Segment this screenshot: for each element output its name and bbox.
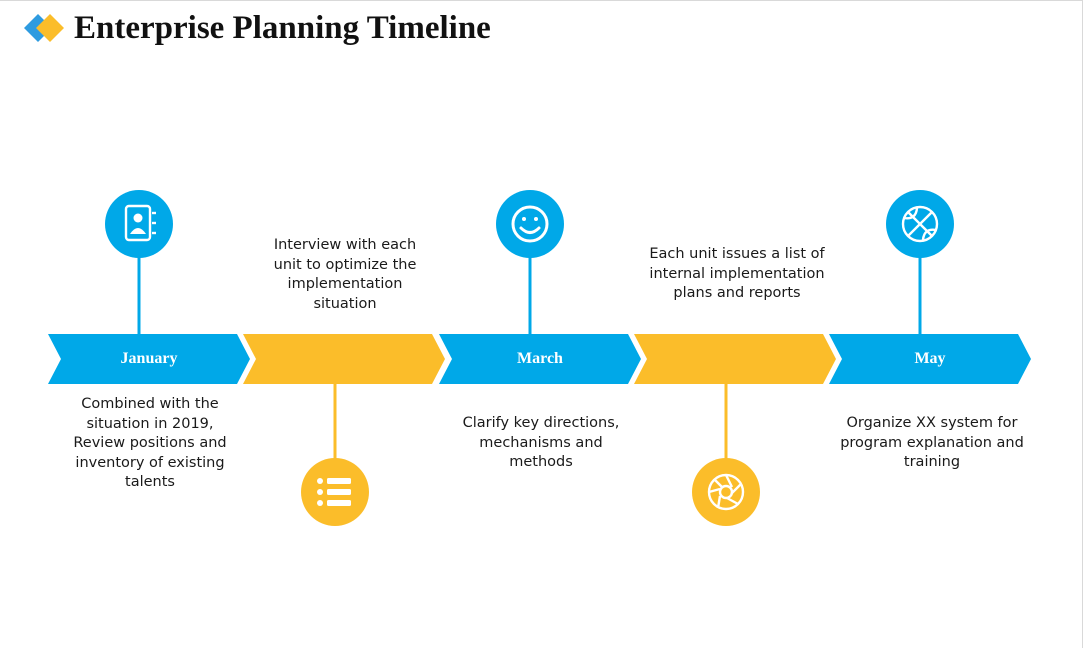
stage-2-description: Interview with each unit to optimize the… xyxy=(273,237,417,312)
stage-5-icon-button[interactable] xyxy=(886,190,954,258)
stage-label-january: January xyxy=(120,350,178,367)
page-title: Enterprise Planning Timeline xyxy=(74,9,491,46)
stage-label-march: March xyxy=(517,350,563,367)
chevron-stage-4 xyxy=(634,334,836,384)
stage-4-description: Each unit issues a list of internal impl… xyxy=(649,246,825,301)
chevron-may xyxy=(829,334,1031,384)
list-icon xyxy=(317,478,351,506)
title-bar: Enterprise Planning Timeline xyxy=(22,6,491,50)
chevron-march xyxy=(439,334,641,384)
stage-3-icon-button[interactable] xyxy=(496,190,564,258)
stage-label-may: May xyxy=(914,350,946,367)
stage-5-description: Organize XX system for program explanati… xyxy=(840,415,1024,470)
stage-2-icon-button[interactable] xyxy=(301,458,369,526)
stage-1-description: Combined with the situation in 2019, Rev… xyxy=(73,396,227,490)
basketball-icon xyxy=(901,205,939,243)
contact-book-icon xyxy=(124,204,156,242)
circle-stage-4 xyxy=(692,458,760,526)
circle-january xyxy=(105,190,173,258)
chevron-january xyxy=(48,334,250,384)
smiley-face-icon xyxy=(511,205,549,243)
stage-1-icon-button[interactable] xyxy=(105,190,173,258)
circle-march xyxy=(496,190,564,258)
stage-4-icon-button[interactable] xyxy=(692,458,760,526)
stage-3-description: Clarify key directions, mechanisms and m… xyxy=(462,415,620,470)
chevron-stage-2 xyxy=(243,334,445,384)
aperture-icon xyxy=(707,473,745,511)
diamond-logo-icon xyxy=(22,10,66,46)
